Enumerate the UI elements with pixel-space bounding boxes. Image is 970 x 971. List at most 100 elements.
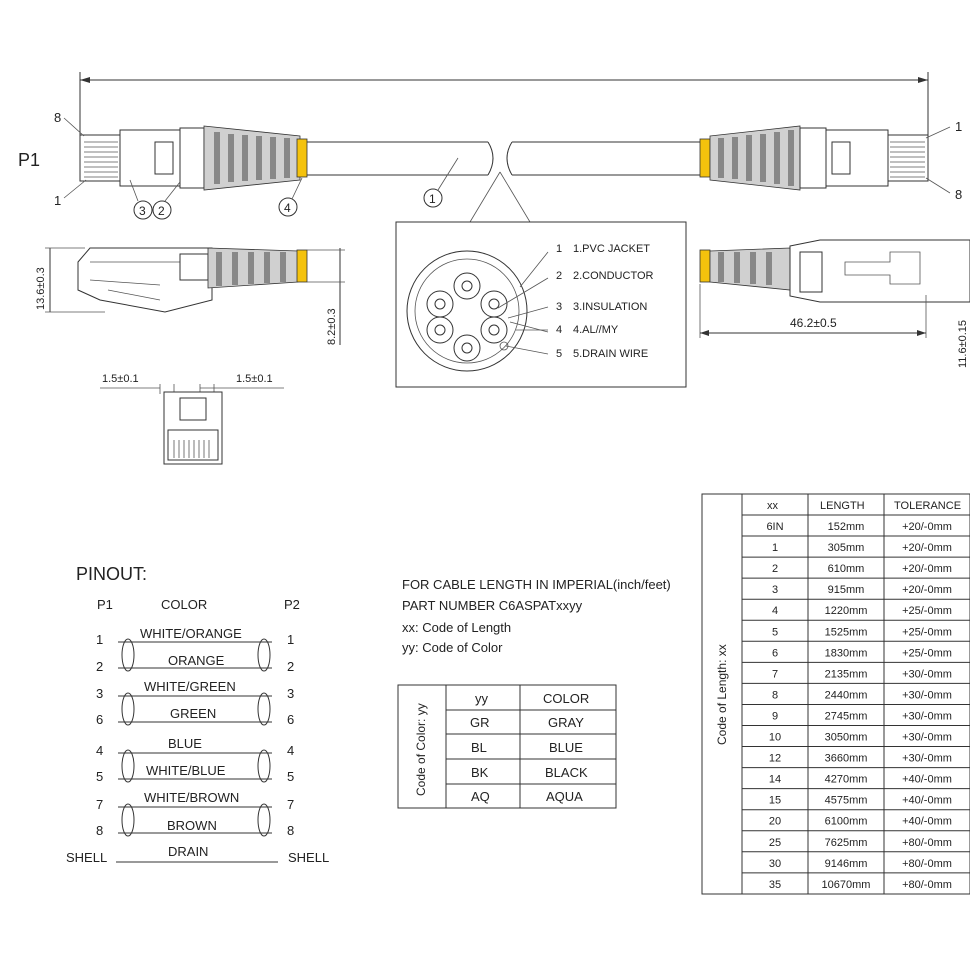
svg-text:BLACK: BLACK (545, 765, 588, 780)
length-table-cell: +30/-0mm (902, 689, 952, 701)
svg-text:AQ: AQ (471, 789, 490, 804)
connector-front-view: 1.5±0.1 1.5±0.1 (100, 373, 284, 465)
right-connector-side-view (699, 239, 970, 303)
length-table-cell: +80/-0mm (902, 837, 952, 849)
right-pin-1-label: 1 (955, 119, 962, 134)
left-pin-1-label: 1 (54, 193, 61, 208)
svg-text:2.CONDUCTOR: 2.CONDUCTOR (573, 270, 654, 282)
callout-3: 3 (129, 179, 153, 220)
length-table-cell: 7 (772, 668, 778, 680)
svg-text:GREEN: GREEN (170, 706, 216, 721)
length-code-table: Code of Length: xx xx LENGTH TOLERANCE 6… (701, 493, 970, 895)
svg-text:4.AL//MY: 4.AL//MY (573, 324, 619, 336)
svg-text:8.2±0.3: 8.2±0.3 (326, 308, 338, 345)
svg-text:BLUE: BLUE (168, 736, 202, 751)
left-connector-top-view (79, 125, 308, 191)
length-table-cell: 10 (769, 732, 781, 744)
length-table-cell: 915mm (828, 584, 865, 596)
svg-text:1.5±0.1: 1.5±0.1 (236, 373, 273, 385)
length-table-cell: 3050mm (825, 732, 868, 744)
length-table-cell: 10670mm (822, 879, 871, 891)
svg-text:2: 2 (287, 659, 294, 674)
height-dimension-13-6: 13.6±0.3 (35, 247, 105, 313)
svg-text:13.6±0.3: 13.6±0.3 (35, 267, 47, 310)
svg-text:2: 2 (158, 204, 165, 218)
svg-text:COLOR: COLOR (161, 597, 207, 612)
length-table-cell: 3 (772, 584, 778, 596)
cable-body-top (307, 141, 700, 176)
length-table-cell: 1525mm (825, 626, 868, 638)
pinout-pair-1: 1 WHITE/ORANGE 1 2 ORANGE 2 (96, 626, 294, 674)
svg-text:GRAY: GRAY (548, 715, 584, 730)
svg-text:P2: P2 (284, 597, 300, 612)
length-table-cell: 1 (772, 542, 778, 554)
length-table-cell: 7625mm (825, 837, 868, 849)
pinout: PINOUT: P1 COLOR P2 1 WHITE/ORANGE 1 2 O… (66, 564, 329, 865)
svg-text:yy: yy (475, 691, 489, 706)
svg-text:5: 5 (96, 769, 103, 784)
svg-text:LENGTH: LENGTH (820, 500, 865, 512)
svg-text:WHITE/ORANGE: WHITE/ORANGE (140, 626, 242, 641)
svg-text:AQUA: AQUA (546, 789, 583, 804)
length-table-cell: 3660mm (825, 753, 868, 765)
svg-text:6: 6 (96, 712, 103, 727)
svg-text:4: 4 (96, 743, 103, 758)
length-table-cell: +25/-0mm (902, 647, 952, 659)
length-table-cell: +20/-0mm (902, 542, 952, 554)
length-table-cell: 4270mm (825, 774, 868, 786)
pinout-title: PINOUT: (76, 564, 147, 584)
svg-text:WHITE/BROWN: WHITE/BROWN (144, 790, 239, 805)
length-table-cell: +30/-0mm (902, 732, 952, 744)
svg-text:COLOR: COLOR (543, 691, 589, 706)
pinout-pair-3: 4 BLUE 4 5 WHITE/BLUE 5 (96, 736, 294, 784)
length-table-cell: +40/-0mm (902, 774, 952, 786)
length-table-cell: 35 (769, 879, 781, 891)
svg-text:TOLERANCE: TOLERANCE (894, 500, 961, 512)
svg-text:7: 7 (96, 797, 103, 812)
color-table-side-label: Code of Color: yy (414, 703, 428, 796)
svg-text:1: 1 (556, 243, 562, 255)
color-code-table: Code of Color: yy yy COLOR GR GRAY BL BL… (397, 684, 617, 809)
left-connector-side-view (77, 247, 308, 313)
svg-text:ORANGE: ORANGE (168, 653, 225, 668)
callout-4: 4 (278, 177, 303, 217)
length-table-cell: +30/-0mm (902, 710, 952, 722)
svg-text:DRAIN: DRAIN (168, 844, 208, 859)
svg-text:8: 8 (287, 823, 294, 838)
length-table-cell: +30/-0mm (902, 753, 952, 765)
part-number-notes: FOR CABLE LENGTH IN IMPERIAL(inch/feet) … (402, 577, 671, 655)
length-table-cell: +40/-0mm (902, 816, 952, 828)
height-dimension-11-6: 11.6±0.15 (957, 320, 969, 368)
svg-text:BL: BL (471, 740, 487, 755)
length-table-cell: +20/-0mm (902, 563, 952, 575)
overall-length-dimension (79, 72, 929, 135)
svg-text:BK: BK (471, 765, 489, 780)
svg-text:BLUE: BLUE (549, 740, 583, 755)
svg-text:PART NUMBER C6ASPATxxyy: PART NUMBER C6ASPATxxyy (402, 598, 583, 613)
length-table-cell: 8 (772, 689, 778, 701)
length-table-cell: 2440mm (825, 689, 868, 701)
length-table-cell: 2135mm (825, 668, 868, 680)
length-table-cell: 5 (772, 626, 778, 638)
length-table-cell: 20 (769, 816, 781, 828)
right-pin-8-label: 8 (955, 187, 962, 202)
svg-text:1: 1 (96, 632, 103, 647)
svg-text:4: 4 (287, 743, 294, 758)
svg-text:WHITE/GREEN: WHITE/GREEN (144, 679, 236, 694)
length-table-cell: +20/-0mm (902, 521, 952, 533)
left-pin-8-label: 8 (54, 110, 61, 125)
svg-text:xx: Code of Length: xx: Code of Length (402, 620, 511, 635)
length-table-cell: +25/-0mm (902, 605, 952, 617)
length-table-cell: 12 (769, 753, 781, 765)
cable-cross-section: 1 1.PVC JACKET 2 2.CONDUCTOR 3 3.INSULAT… (395, 171, 687, 388)
svg-text:WHITE/BLUE: WHITE/BLUE (146, 763, 226, 778)
length-table-cell: 2 (772, 563, 778, 575)
svg-text:SHELL: SHELL (288, 850, 329, 865)
length-table-cell: 25 (769, 837, 781, 849)
length-table-cell: 4 (772, 605, 778, 617)
callout-2: 2 (152, 181, 181, 220)
svg-text:3.INSULATION: 3.INSULATION (573, 301, 647, 313)
svg-text:xx: xx (767, 500, 779, 512)
svg-text:4: 4 (556, 324, 562, 336)
